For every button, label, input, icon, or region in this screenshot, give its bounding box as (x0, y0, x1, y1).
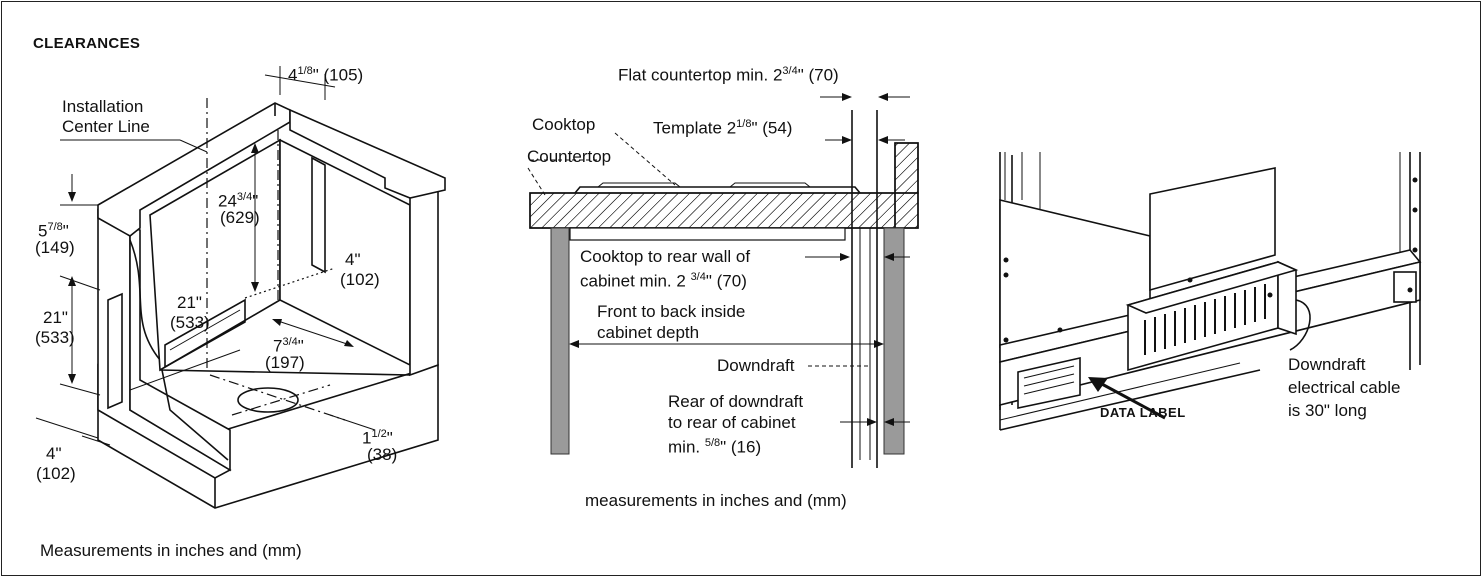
dimension-lines-middle (527, 93, 910, 426)
cabinet-rear-wall (883, 227, 905, 455)
dim-1-1-2: 11/2" (362, 428, 393, 448)
top-rail-right (289, 108, 446, 199)
countertop-label: Countertop (527, 147, 612, 166)
inner-rect-opening (164, 298, 246, 369)
cabinet-body (97, 98, 446, 509)
dim-149: (149) (35, 238, 75, 257)
dim-24-3-4: 243/4" (218, 191, 259, 211)
dim-533-left: (533) (35, 328, 75, 347)
dim-7-3-4: 73/4" (273, 336, 304, 356)
unit-body (999, 152, 1422, 431)
dimension-lines-left (35, 66, 376, 446)
data-label-text: DATA LABEL (1100, 405, 1186, 420)
cooktop-label: Cooktop (532, 115, 596, 134)
floor-back-edge (159, 369, 411, 376)
data-label-sticker (1017, 356, 1081, 409)
dim-197: (197) (265, 353, 305, 372)
rear-downdraft-label-2: to rear of cabinet (668, 413, 796, 432)
front-back-label-2: cabinet depth (597, 323, 700, 342)
floor-opening-circle (237, 387, 299, 413)
downdraft-cable-label-1: Downdraft (1288, 355, 1366, 374)
cooktop-body (569, 227, 846, 241)
vent-slots (1144, 284, 1266, 355)
junction-box (1393, 271, 1417, 303)
front-back-label-1: Front to back inside (597, 302, 746, 321)
dim-4-bottom: 4" (46, 444, 62, 463)
template-label: Template 21/8" (54) (653, 118, 793, 138)
dim-102-right: (102) (340, 270, 380, 289)
middle-caption: measurements in inches and (mm) (585, 491, 847, 510)
cooktop-rear-label-2: cabinet min. 2 3/4" (70) (580, 271, 747, 291)
dim-629: (629) (220, 208, 260, 227)
downdraft-label: Downdraft (717, 356, 795, 375)
dim-21-inner: 21" (177, 293, 202, 312)
dim-21-left: 21" (43, 308, 68, 327)
downdraft-cable-label-3: is 30" long (1288, 401, 1367, 420)
screws (1003, 177, 1418, 343)
rear-downdraft-label-1: Rear of downdraft (668, 392, 804, 411)
dim-102-bottom: (102) (36, 464, 76, 483)
dim-4-1-8: 41/8" (105) (288, 65, 364, 85)
back-slot-opening (311, 156, 326, 274)
electrical-cable (1289, 299, 1311, 351)
dim-4-right: 4" (345, 250, 361, 269)
figure-title: CLEARANCES (33, 35, 141, 52)
downdraft-cable-label-2: electrical cable (1288, 378, 1401, 397)
upper-panel (1149, 167, 1276, 292)
flat-countertop-label: Flat countertop min. 23/4" (70) (618, 65, 839, 85)
top-rail-left (97, 102, 291, 237)
side-slot-opening (107, 292, 123, 410)
installation-label-2: Center Line (62, 117, 150, 136)
cooktop-top (574, 186, 861, 194)
backsplash (894, 142, 919, 229)
rear-downdraft-label-3: min. 5/8" (16) (668, 437, 762, 457)
cabinet-front-wall (550, 227, 570, 455)
left-caption: Measurements in inches and (mm) (40, 541, 302, 560)
cooktop-rear-label-1: Cooktop to rear wall of (580, 247, 751, 266)
dim-38: (38) (367, 445, 398, 464)
left-panel-face (129, 227, 231, 472)
installation-label-1: Installation (62, 97, 144, 116)
dim-5-7-8: 57/8" (38, 221, 69, 241)
dim-533-inner: (533) (170, 313, 210, 332)
